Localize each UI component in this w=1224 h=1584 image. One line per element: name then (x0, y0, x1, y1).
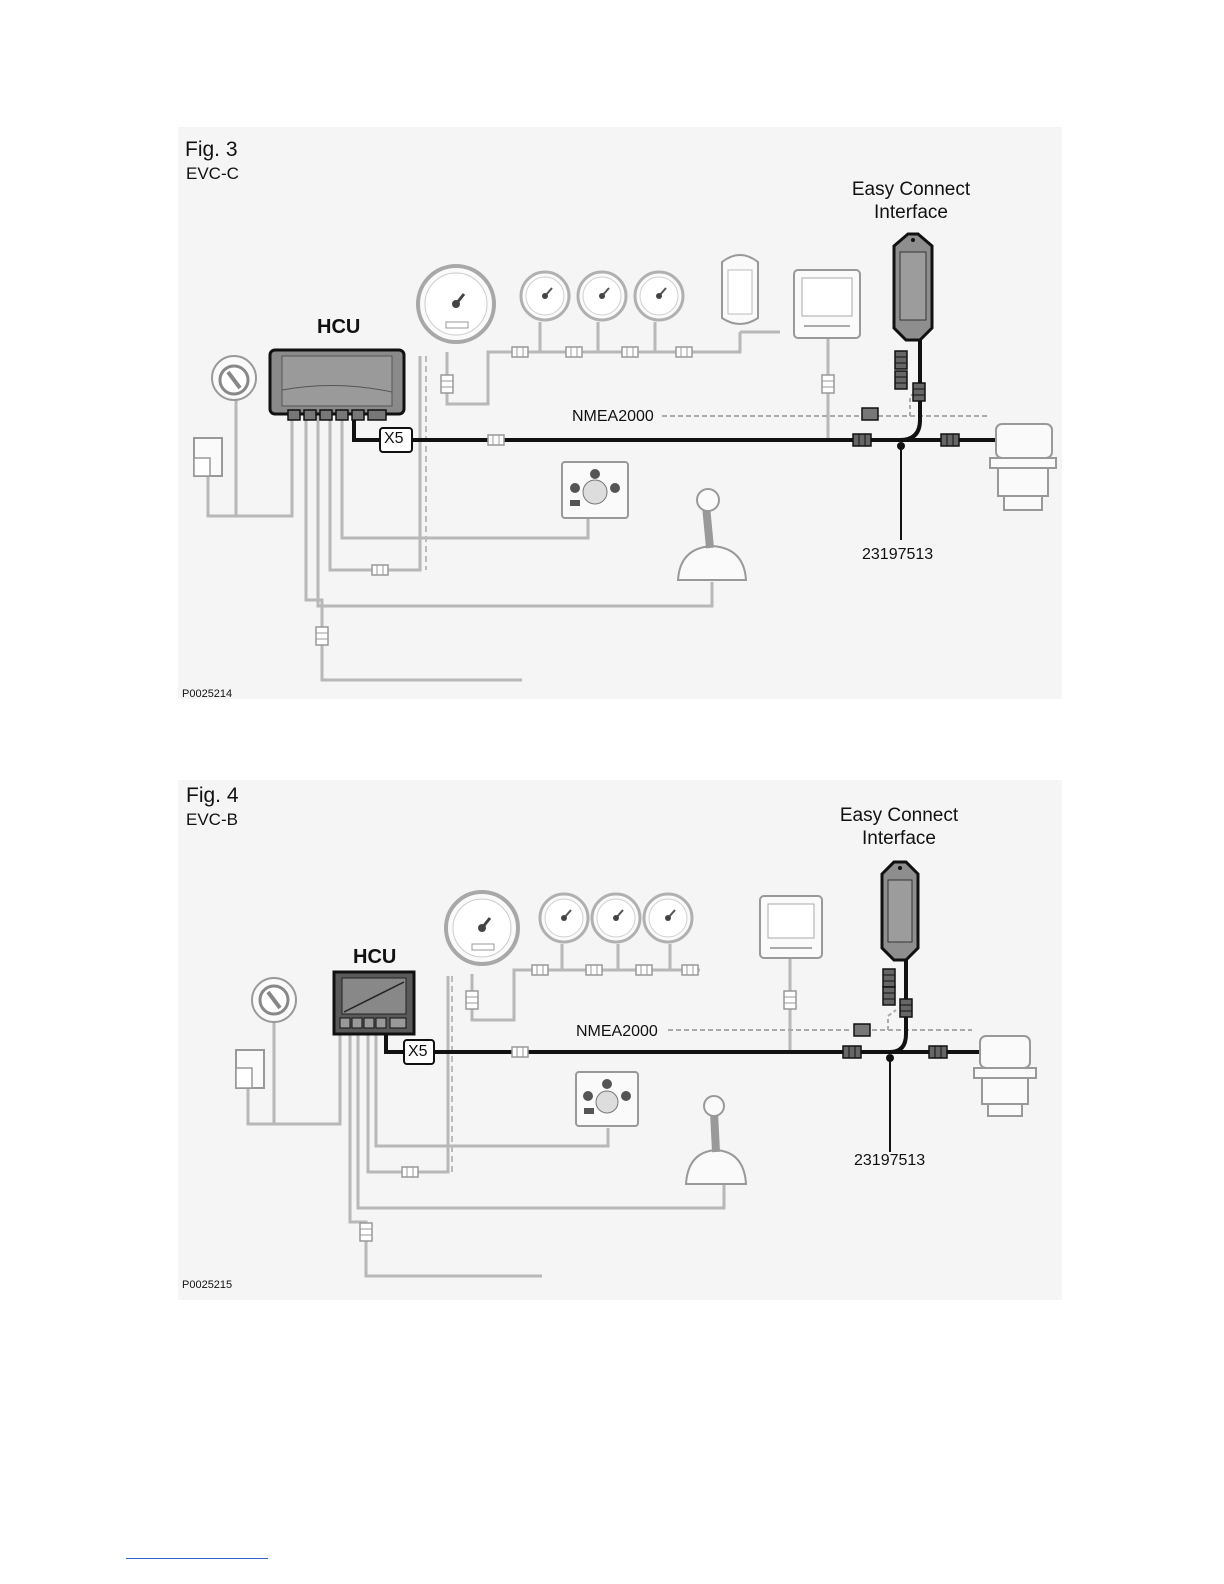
footer-divider (126, 1558, 268, 1559)
figure-4-x5-label: X5 (408, 1043, 428, 1061)
power-relay-icon (194, 438, 222, 476)
figure-3-variant: EVC-C (186, 164, 239, 184)
figure-3-nmea-label: NMEA2000 (572, 408, 654, 426)
figure-4-title: Fig. 4 (186, 784, 239, 808)
gauge-icon (592, 894, 640, 942)
easy-connect-interface-icon (894, 234, 932, 340)
display-screen-icon (794, 270, 860, 338)
figure-4-image-code: P0025215 (182, 1279, 232, 1291)
key-switch-icon (252, 978, 296, 1022)
tachometer-icon (418, 266, 494, 342)
figure-3-x5-label: X5 (384, 430, 404, 448)
figure-4-nmea-label: NMEA2000 (576, 1023, 658, 1041)
key-switch-icon (212, 356, 256, 400)
figure-4-drawing (236, 862, 1036, 1276)
sensor-module-icon (722, 255, 758, 324)
figure-3-hcu-label: HCU (317, 316, 360, 339)
tachometer-icon (446, 892, 518, 964)
display-screen-icon (760, 896, 822, 958)
figure-3-part-number: 23197513 (862, 546, 933, 564)
figure-4-part-number: 23197513 (854, 1152, 925, 1170)
figure-4-interface-label: Easy Connect Interface (824, 804, 974, 850)
control-panel-icon (576, 1072, 638, 1126)
throttle-lever-icon (686, 1096, 746, 1184)
transducer-icon (974, 1036, 1036, 1116)
hcu-unit-icon (334, 972, 414, 1034)
figure-4-hcu-label: HCU (353, 946, 396, 969)
figure-3-image-code: P0025214 (182, 688, 232, 700)
interface-label-line1: Easy Connect (824, 804, 974, 827)
figure-3-interface-label: Easy Connect Interface (836, 178, 986, 224)
gauge-icon (521, 272, 569, 320)
easy-connect-interface-icon (882, 862, 918, 960)
interface-label-line1: Easy Connect (836, 178, 986, 201)
interface-label-line2: Interface (836, 201, 986, 224)
power-relay-icon (236, 1050, 264, 1088)
gauge-icon (578, 272, 626, 320)
gauge-icon (540, 894, 588, 942)
gauge-icon (635, 272, 683, 320)
throttle-lever-icon (678, 489, 746, 580)
figure-3-title: Fig. 3 (185, 138, 238, 162)
control-panel-icon (562, 462, 628, 518)
gauge-icon (644, 894, 692, 942)
hcu-unit-icon (270, 350, 404, 420)
figure-4-variant: EVC-B (186, 810, 238, 830)
interface-label-line2: Interface (824, 827, 974, 850)
figure-3-drawing (194, 234, 1056, 680)
transducer-icon (990, 424, 1056, 510)
